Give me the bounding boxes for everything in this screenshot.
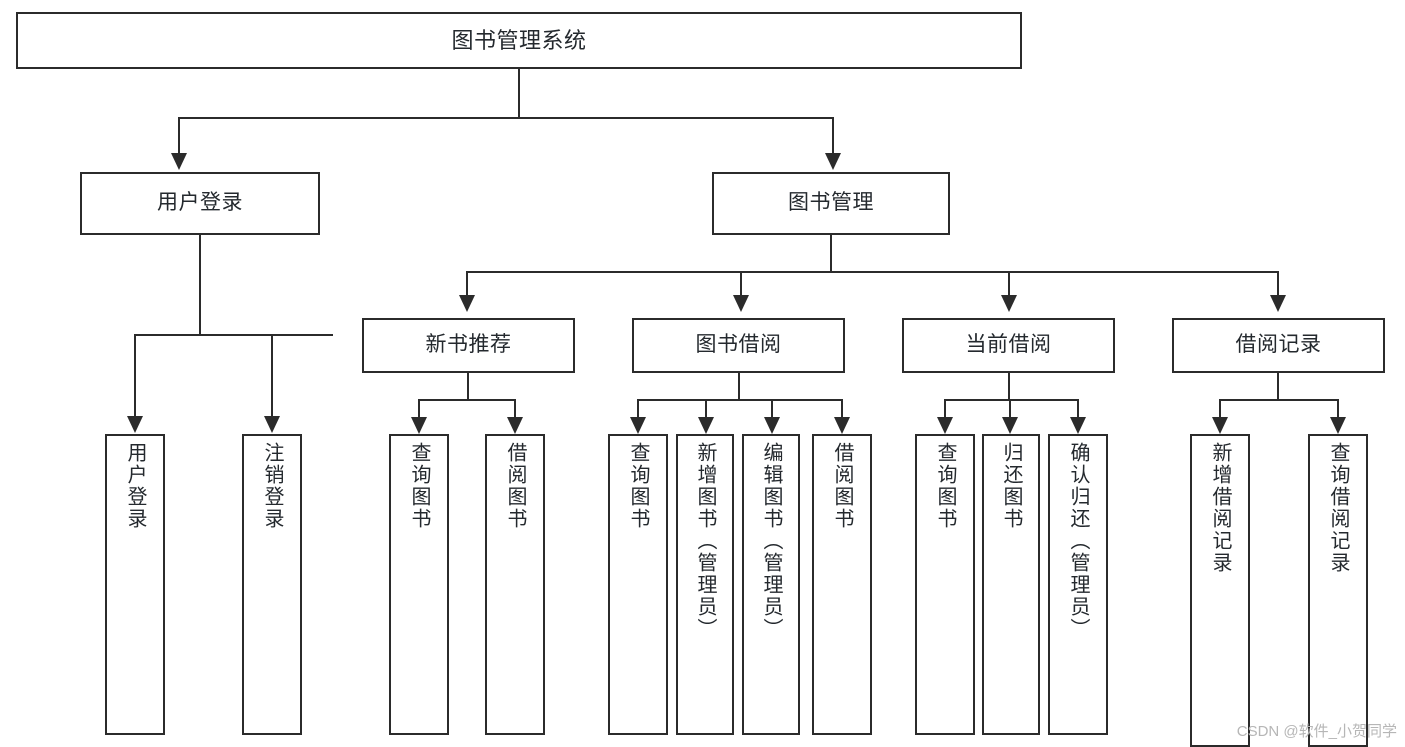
edge-to-leaf-return-book — [1009, 399, 1011, 419]
edge-level3-bus — [466, 271, 1278, 273]
arrowhead-icon — [834, 417, 850, 434]
arrowhead-icon — [1212, 417, 1228, 434]
node-label: 借阅记录 — [1235, 333, 1322, 357]
arrowhead-icon — [1001, 295, 1017, 312]
node-leaf-confirm-return[interactable]: 确认归还（管理员） — [1048, 434, 1108, 735]
arrowhead-icon — [733, 295, 749, 312]
edge-borrow-record-stem — [1277, 373, 1279, 400]
edge-to-leaf-logout-login — [271, 334, 273, 418]
edge-book-borrow-stem — [738, 373, 740, 400]
node-label: 当前借阅 — [965, 333, 1052, 357]
arrowhead-icon — [630, 417, 646, 434]
edge-root-stem — [518, 69, 520, 118]
node-current-borrow[interactable]: 当前借阅 — [902, 318, 1115, 373]
edge-to-leaf-query-book-2 — [637, 399, 639, 419]
node-leaf-user-login[interactable]: 用户登录 — [105, 434, 165, 735]
node-label: 借阅图书 — [504, 442, 526, 530]
node-borrow-record[interactable]: 借阅记录 — [1172, 318, 1385, 373]
edge-to-book-management — [832, 117, 834, 155]
arrowhead-icon — [1002, 417, 1018, 434]
node-label: 新书推荐 — [425, 333, 512, 357]
edge-new-book-stem — [467, 373, 469, 400]
edge-to-new-book-recommend — [466, 271, 468, 297]
node-root-system[interactable]: 图书管理系统 — [16, 12, 1022, 69]
arrowhead-icon — [507, 417, 523, 434]
node-leaf-edit-book[interactable]: 编辑图书（管理员） — [742, 434, 800, 735]
arrowhead-icon — [1270, 295, 1286, 312]
node-label: 借阅图书 — [831, 442, 853, 530]
node-label: 归还图书 — [1000, 442, 1022, 530]
edge-to-user-login — [178, 117, 180, 155]
node-label: 编辑图书（管理员） — [760, 442, 782, 640]
edge-borrow-record-bus — [1219, 399, 1339, 401]
node-label: 新增图书（管理员） — [694, 442, 716, 640]
arrowhead-icon — [411, 417, 427, 434]
arrowhead-icon — [764, 417, 780, 434]
node-leaf-add-record[interactable]: 新增借阅记录 — [1190, 434, 1250, 747]
node-label: 图书管理 — [788, 191, 874, 215]
node-label: 用户登录 — [124, 442, 146, 530]
edge-to-leaf-query-record — [1337, 399, 1339, 419]
node-book-borrow[interactable]: 图书借阅 — [632, 318, 845, 373]
edge-root-bus — [178, 117, 834, 119]
node-label: 图书借阅 — [695, 333, 782, 357]
arrowhead-icon — [1330, 417, 1346, 434]
node-leaf-query-record[interactable]: 查询借阅记录 — [1308, 434, 1368, 747]
node-leaf-query-book-3[interactable]: 查询图书 — [915, 434, 975, 735]
edge-user-login-bus — [134, 334, 333, 336]
arrowhead-icon — [698, 417, 714, 434]
node-book-management[interactable]: 图书管理 — [712, 172, 950, 235]
node-label: 图书管理系统 — [451, 27, 587, 53]
edge-to-leaf-add-record — [1219, 399, 1221, 419]
edge-current-borrow-bus — [944, 399, 1078, 401]
edge-book-management-stem — [830, 235, 832, 272]
node-label: 查询图书 — [627, 442, 649, 530]
arrowhead-icon — [937, 417, 953, 434]
arrowhead-icon — [171, 153, 187, 170]
edge-to-borrow-record — [1277, 271, 1279, 297]
edge-to-leaf-user-login — [134, 334, 136, 418]
edge-to-leaf-confirm-return — [1077, 399, 1079, 419]
edge-to-leaf-query-book-3 — [944, 399, 946, 419]
node-label: 查询借阅记录 — [1327, 442, 1349, 574]
node-leaf-borrow-book-1[interactable]: 借阅图书 — [485, 434, 545, 735]
edge-new-book-bus — [418, 399, 516, 401]
arrowhead-icon — [264, 416, 280, 433]
edge-current-borrow-stem — [1008, 373, 1010, 400]
node-label: 确认归还（管理员） — [1067, 442, 1089, 640]
node-leaf-query-book-1[interactable]: 查询图书 — [389, 434, 449, 735]
node-label: 查询图书 — [408, 442, 430, 530]
arrowhead-icon — [825, 153, 841, 170]
arrowhead-icon — [127, 416, 143, 433]
node-leaf-query-book-2[interactable]: 查询图书 — [608, 434, 668, 735]
edge-to-book-borrow — [740, 271, 742, 297]
edge-book-borrow-bus — [637, 399, 842, 401]
node-leaf-return-book[interactable]: 归还图书 — [982, 434, 1040, 735]
edge-to-leaf-edit-book — [771, 399, 773, 419]
node-leaf-logout-login[interactable]: 注销登录 — [242, 434, 302, 735]
node-label: 注销登录 — [261, 442, 283, 530]
edge-to-leaf-add-book — [705, 399, 707, 419]
edge-user-login-stem — [199, 235, 201, 335]
node-user-login[interactable]: 用户登录 — [80, 172, 320, 235]
node-new-book-recommend[interactable]: 新书推荐 — [362, 318, 575, 373]
node-label: 查询图书 — [934, 442, 956, 530]
node-leaf-borrow-book-2[interactable]: 借阅图书 — [812, 434, 872, 735]
arrowhead-icon — [1070, 417, 1086, 434]
node-label: 新增借阅记录 — [1209, 442, 1231, 574]
arrowhead-icon — [459, 295, 475, 312]
node-leaf-add-book[interactable]: 新增图书（管理员） — [676, 434, 734, 735]
edge-to-current-borrow — [1008, 271, 1010, 297]
node-label: 用户登录 — [157, 191, 243, 215]
edge-to-leaf-borrow-book-2 — [841, 399, 843, 419]
edge-to-leaf-borrow-book-1 — [514, 399, 516, 419]
edge-to-leaf-query-book-1 — [418, 399, 420, 419]
